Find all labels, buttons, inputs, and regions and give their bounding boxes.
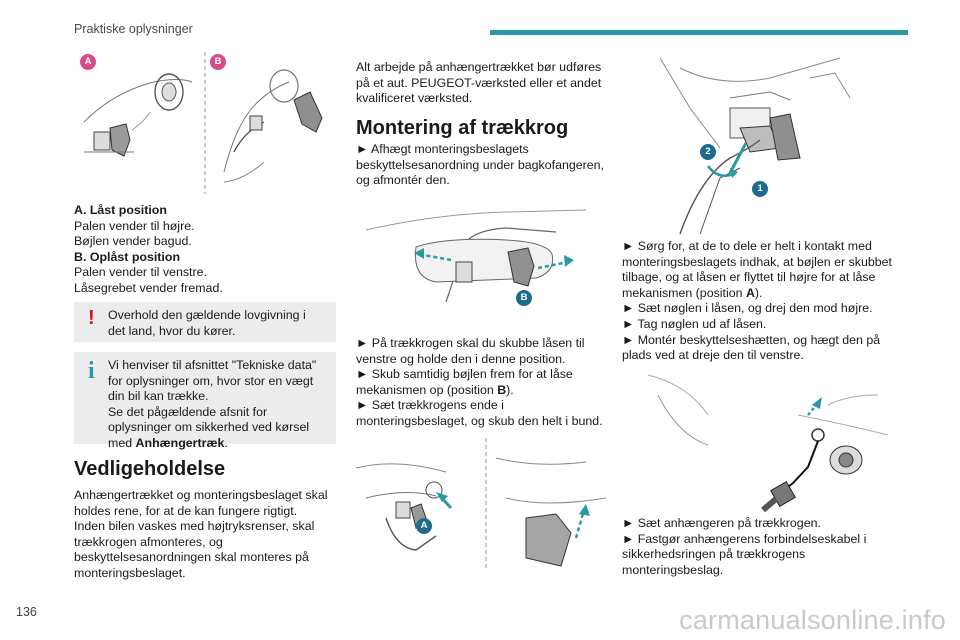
right-step1: ► Sørg for, at de to dele er helt i kont…: [622, 239, 892, 300]
info-icon: i: [88, 358, 95, 384]
info-text-2-bold: Anhængertræk: [135, 435, 225, 450]
header-accent-bar: [490, 30, 908, 35]
right-steps-1-4: ► Sørg for, at de to dele er helt i kont…: [622, 239, 900, 364]
caption-b-line1: Palen vender til venstre.: [74, 265, 207, 280]
mounting-step1: ► Afhægt monteringsbeslagets beskyttelse…: [356, 142, 604, 188]
caption-a-title: A. Låst position: [74, 203, 167, 217]
info-note: i Vi henviser til afsnittet "Tekniske da…: [74, 352, 336, 450]
figure-label-a: A: [80, 54, 96, 70]
caption-b-title: B. Oplåst position: [74, 249, 181, 264]
right-step6: ► Fastgør anhængerens forbindelseskabel …: [622, 531, 867, 577]
maintenance-text: Anhængertrækket og monteringsbeslaget sk…: [74, 488, 336, 582]
mounting-heading: Montering af trækkrog: [356, 117, 569, 139]
maintenance-heading: Vedligeholdelse: [74, 458, 226, 480]
caption-a-line2: Bøjlen vender bagud.: [74, 234, 192, 249]
figure-label-1: 1: [752, 181, 768, 197]
figure-label-2: 2: [700, 144, 716, 160]
mounting-step3-end: ).: [506, 382, 514, 397]
right-steps-5-6: ► Sæt anhængeren på trækkrogen. ► Fastgø…: [622, 516, 900, 578]
right-step5: ► Sæt anhængeren på trækkrogen.: [622, 516, 821, 530]
maintenance-line2: Inden bilen vaskes med højtryksrenser, s…: [74, 519, 315, 580]
mounting-step3-bold: B: [497, 382, 507, 397]
mounting-step3: ► Skub samtidig bøjlen frem for at låse …: [356, 367, 573, 397]
key-lock-illustration: [659, 57, 851, 235]
intro-text: Alt arbejde på anhængertrækket bør udfør…: [356, 60, 602, 106]
unlock-hook-illustration: [365, 209, 587, 303]
right-step1-bold: A: [745, 285, 755, 300]
figure-insert-hook: A: [355, 438, 618, 573]
mounting-steps-2-4: ► På trækkrogen skal du skubbe låsen til…: [356, 336, 618, 430]
figure-key-lock: 2 1: [659, 48, 860, 235]
mounting-step2: ► På trækkrogen skal du skubbe låsen til…: [356, 336, 585, 366]
warning-note: ! Overhold den gældende lovgivning i det…: [74, 302, 336, 342]
section-title: Praktiske oplysninger: [74, 22, 193, 36]
warning-text: Overhold den gældende lovgivning i det l…: [108, 308, 306, 338]
watermark: carmanualsonline.info: [679, 605, 946, 635]
exclamation-icon: !: [88, 307, 95, 329]
insert-hook-illustration: [355, 438, 607, 570]
figure-label-b: B: [516, 290, 532, 306]
page-number: 136: [16, 605, 37, 619]
right-step1-end: ).: [754, 285, 763, 300]
info-text-1: Vi henviser til afsnittet "Tekniske data…: [108, 358, 317, 404]
right-step3: ► Tag nøglen ud af låsen.: [622, 316, 767, 331]
right-step4: ► Montér beskyttelseshætten, og hægt den…: [622, 332, 881, 363]
maintenance-line1: Anhængertrækket og monteringsbeslaget sk…: [74, 488, 328, 518]
protective-cap-illustration: [647, 374, 889, 513]
figure-unlock-hook: B: [356, 192, 612, 312]
right-step2: ► Sæt nøglen i låsen, og drej den mod hø…: [622, 301, 873, 316]
figure-protective-cap: [647, 374, 900, 513]
info-text-2-end: .: [224, 435, 228, 450]
figure-label-a: A: [416, 518, 432, 534]
lock-positions-illustration: [83, 52, 323, 194]
info-text-2: Se det pågældende afsnit for oplysninger…: [108, 404, 310, 450]
caption-b-line2: Låsegrebet vender fremad.: [74, 280, 223, 295]
figure-caption: A. Låst position Palen vender til højre.…: [74, 203, 336, 297]
figure-label-b: B: [210, 54, 226, 70]
mounting-step4: ► Sæt trækkrogens ende i monteringsbesla…: [356, 398, 603, 428]
caption-a-line1: Palen vender til højre.: [74, 218, 195, 233]
figure-lock-positions: A B: [74, 52, 336, 197]
